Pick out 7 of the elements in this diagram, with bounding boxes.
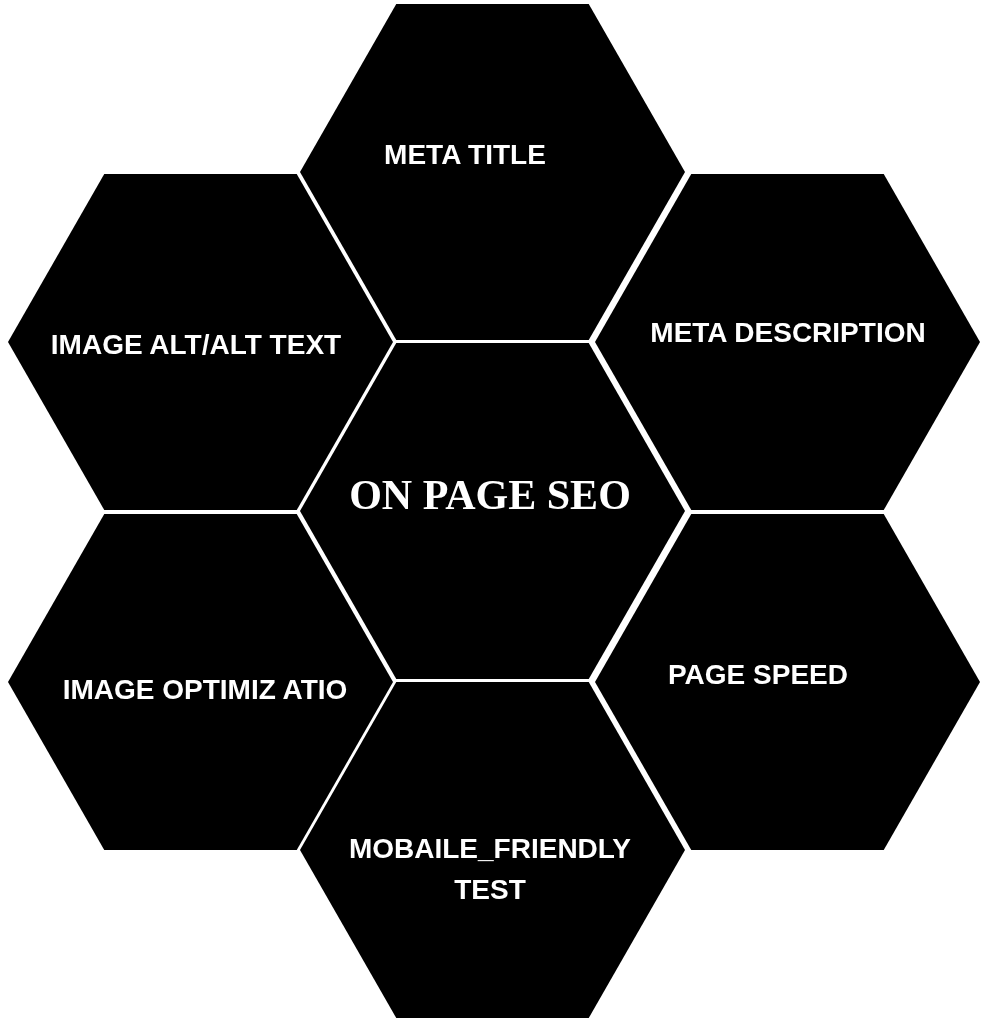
hexagon-label: PAGE SPEED bbox=[667, 657, 849, 692]
hexagon-label: MOBAILE_FRIENDLY TEST bbox=[347, 832, 633, 907]
hexagon-label: IMAGE OPTIMIZ ATIO bbox=[61, 672, 349, 707]
center-title: ON PAGE SEO bbox=[349, 470, 631, 520]
hexagon-label: META DESCRIPTION bbox=[649, 315, 927, 350]
hexagon-label: IMAGE ALT/ALT TEXT bbox=[49, 327, 343, 362]
hexagon-label: META TITLE bbox=[383, 137, 547, 172]
